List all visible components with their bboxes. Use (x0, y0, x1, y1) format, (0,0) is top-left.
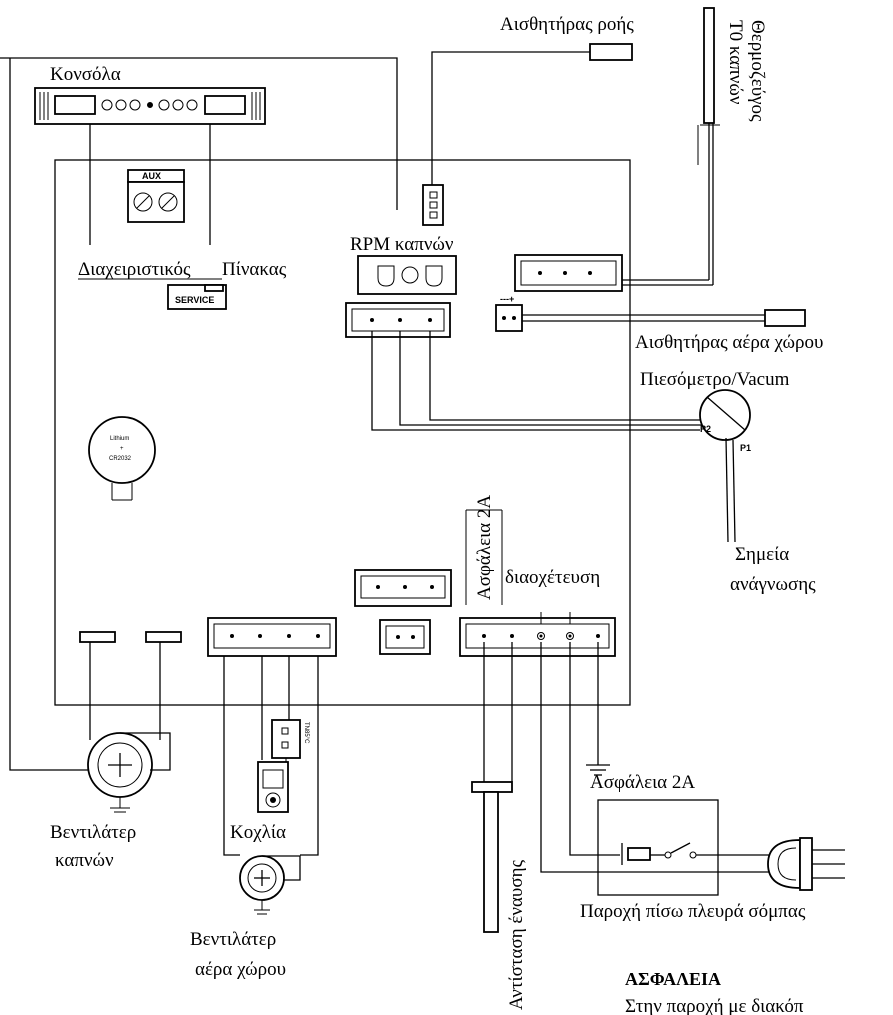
two-pin-connector (379, 619, 431, 655)
svg-text:T0 καπνών: T0 καπνών (725, 20, 746, 105)
auger-motor (257, 761, 289, 813)
room-air-sensor (764, 309, 806, 327)
reading-points-label-2: ανάγνωσης (730, 574, 816, 595)
ground-symbol (586, 764, 610, 776)
svg-text:Lithium: Lithium (110, 436, 129, 442)
power-connector (459, 617, 616, 657)
diversion-label: διαοχέτευση (505, 567, 600, 588)
flow-sensor (589, 43, 633, 61)
supply-box (597, 799, 719, 896)
console-label: Κονσόλα (50, 64, 121, 85)
flue-thermocouple-label: Θερμοζεύγος T0 καπνών (725, 20, 768, 122)
fuse-vertical-label: Ασφάλεια 2A (474, 495, 495, 600)
room-air-sensor-label: Αισθητήρας αέρα χώρου (635, 332, 823, 353)
rpm-flue-label: RPM καπνών (350, 234, 454, 255)
supply-switch (650, 842, 770, 859)
aux-label: AUX (142, 171, 161, 181)
supply-fuse (621, 843, 651, 865)
flue-fan (87, 732, 171, 813)
fuse-2a-label: Ασφάλεια 2A (590, 772, 695, 793)
safety-text: Στην παροχή με διακόπ (625, 996, 804, 1015)
console-display-left (54, 95, 96, 115)
flue-thermocouple (697, 7, 720, 285)
ignition-resistor-label: Αντίσταση έναυσης (506, 859, 527, 1010)
aux-terminal: AUX (127, 169, 185, 223)
thermostat: TN85°C (271, 719, 309, 759)
console-buttons (101, 99, 198, 111)
flue-3pin-connector (345, 302, 451, 338)
supply-back-label: Παροχή πίσω πλευρά σόμπας (580, 901, 806, 922)
minus-plus-label: ---+ (500, 294, 514, 304)
thermostat-tag: TN85°C (303, 722, 309, 744)
rpm-flue-connector (357, 255, 457, 295)
safety-title: ΑΣΦΑΛΕΙΑ (625, 969, 721, 989)
control-panel-label-1: Διαχειριστικός (78, 259, 191, 280)
p2-label: P2 (700, 424, 711, 434)
svg-text:CR2032: CR2032 (109, 456, 132, 462)
service-label: SERVICE (175, 295, 214, 305)
room-fan-label-2: αέρα χώρου (195, 959, 286, 980)
vacuum-gauge: P2 P1 (699, 389, 751, 453)
flue-fan-label-2: καπνών (55, 850, 114, 871)
mains-plug (767, 837, 845, 891)
flow-sensor-connector (422, 184, 444, 226)
middle-3pin-connector (354, 569, 452, 607)
thermocouple-connector (514, 254, 623, 292)
auger-label: Κοχλία (230, 822, 286, 843)
reading-points-label-1: Σημεία (735, 544, 789, 565)
flue-fan-label-1: Βεντιλάτερ (50, 822, 136, 843)
room-fan (239, 855, 301, 915)
main-board (54, 159, 631, 706)
control-panel-label-2: Πίνακας (222, 259, 287, 280)
room-fan-label-1: Βεντιλάτερ (190, 929, 276, 950)
four-pin-connector (207, 617, 337, 657)
battery: Lithium + CR2032 (88, 416, 156, 501)
ignition-resistor (471, 781, 513, 933)
svg-text:+: + (120, 446, 124, 452)
flue-fan-contacts (79, 631, 182, 643)
svg-text:Θερμοζεύγος: Θερμοζεύγος (747, 20, 768, 122)
flow-sensor-label: Αισθητήρας ροής (500, 14, 634, 35)
p1-label: P1 (740, 443, 751, 453)
service-port: SERVICE (167, 284, 227, 310)
console: Κονσόλα (34, 64, 266, 125)
console-display-right (204, 95, 246, 115)
vacuum-gauge-label: Πιεσόμετρο/Vacum (640, 369, 790, 390)
room-air-sensor-connector (495, 304, 523, 332)
